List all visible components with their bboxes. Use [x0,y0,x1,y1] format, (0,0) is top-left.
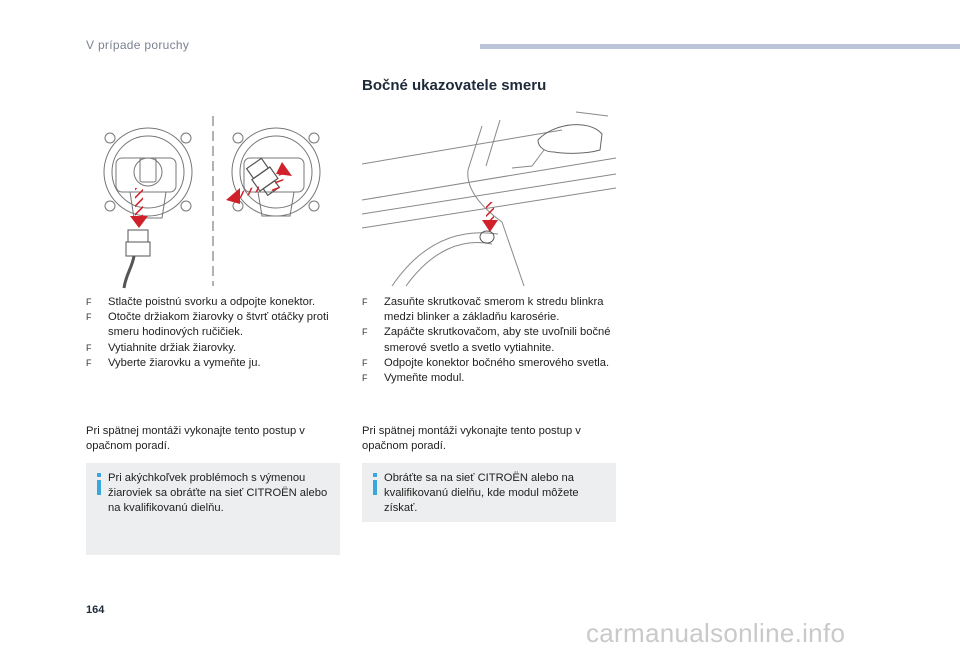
right-info-text: Obráťte sa na sieť CITROËN alebo na kval… [384,472,579,515]
fog-lamp-illustration [86,110,340,290]
bullet-icon: F [362,357,368,368]
bullet-icon: F [362,297,368,307]
bullet-icon: F [86,357,92,368]
side-repeater-illustration [361,110,617,290]
right-reassembly-note: Pri spätnej montáži vykonajte tento post… [362,425,581,453]
watermark: carmanualsonline.info [586,618,846,648]
info-icon [97,473,101,495]
info-icon [373,473,377,495]
page-number: 164 [86,604,105,616]
header-title: V prípade poruchy [86,38,190,52]
right-info-box: Obráťte sa na sieť CITROËN alebo na kval… [362,463,616,522]
left-info-text: Pri akýchkoľvek problémoch s výmenou žia… [108,472,328,515]
bullet-icon: F [86,297,92,307]
bullet-icon: F [86,342,92,353]
bullet-icon: F [362,327,368,338]
bullet-icon: F [86,312,92,323]
left-info-box: Pri akýchkoľvek problémoch s výmenou žia… [86,463,340,555]
header-bar [480,44,960,49]
section-title: Bočné ukazovatele smeru [362,77,547,94]
left-reassembly-note: Pri spätnej montáži vykonajte tento post… [86,425,305,453]
bullet-icon: F [362,373,368,384]
